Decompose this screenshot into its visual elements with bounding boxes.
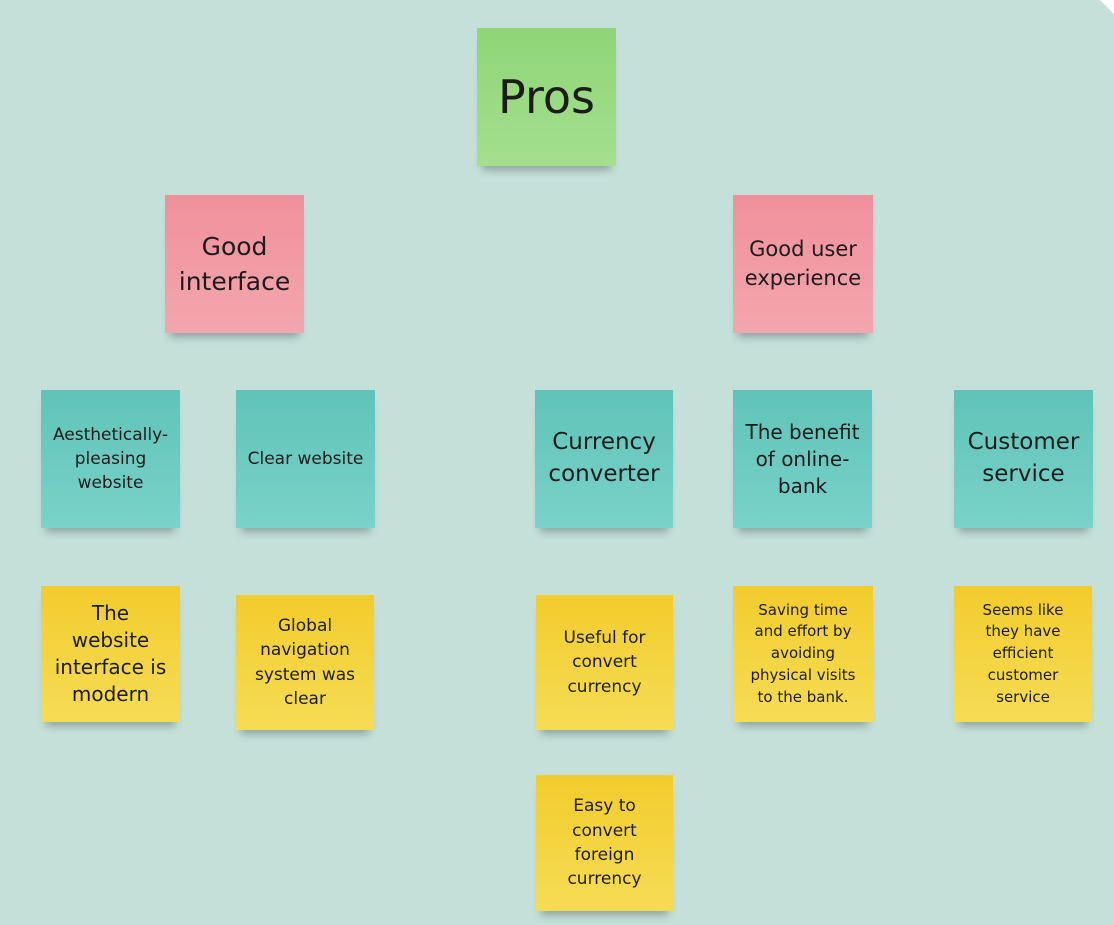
sticky-note-useful-convert[interactable]: Useful for convert currency bbox=[536, 595, 673, 730]
sticky-note-aesthetically-pleasing-text: Aesthetically- pleasing website bbox=[52, 424, 169, 494]
sticky-note-pros-text: Pros bbox=[498, 69, 595, 124]
sticky-note-good-user-experience[interactable]: Good user experience bbox=[733, 195, 873, 333]
sticky-note-easy-convert[interactable]: Easy to convert foreign currency bbox=[536, 775, 673, 911]
sticky-note-aesthetically-pleasing[interactable]: Aesthetically- pleasing website bbox=[41, 390, 180, 528]
sticky-note-online-bank-benefit[interactable]: The benefit of online- bank bbox=[733, 390, 872, 528]
sticky-note-global-navigation[interactable]: Global navigation system was clear bbox=[236, 595, 374, 730]
sticky-note-efficient-service-text: Seems like they have efficient customer … bbox=[982, 600, 1064, 706]
sticky-note-easy-convert-text: Easy to convert foreign currency bbox=[567, 796, 642, 890]
sticky-note-customer-service-text: Customer service bbox=[967, 429, 1080, 487]
sticky-note-modern-interface-text: The website interface is modern bbox=[54, 601, 167, 706]
sticky-note-clear-website-text: Clear website bbox=[247, 448, 364, 469]
sticky-note-currency-converter-text: Currency converter bbox=[548, 429, 660, 487]
sticky-note-saving-time-text: Saving time and effort by avoiding physi… bbox=[750, 600, 856, 706]
sticky-note-online-bank-benefit-text: The benefit of online- bank bbox=[745, 419, 860, 498]
sticky-note-good-interface-text: Good interface bbox=[178, 231, 291, 297]
sticky-note-useful-convert-text: Useful for convert currency bbox=[563, 628, 646, 697]
sticky-note-global-navigation-text: Global navigation system was clear bbox=[254, 615, 356, 709]
sticky-note-clear-website[interactable]: Clear website bbox=[236, 390, 375, 528]
sticky-note-saving-time[interactable]: Saving time and effort by avoiding physi… bbox=[733, 586, 873, 722]
sticky-note-modern-interface[interactable]: The website interface is modern bbox=[41, 586, 180, 722]
sticky-note-customer-service[interactable]: Customer service bbox=[954, 390, 1093, 528]
sticky-note-currency-converter[interactable]: Currency converter bbox=[535, 390, 673, 528]
sticky-note-good-interface[interactable]: Good interface bbox=[165, 195, 304, 333]
board-corner bbox=[1100, 0, 1114, 14]
sticky-note-pros[interactable]: Pros bbox=[477, 28, 616, 166]
sticky-note-good-user-experience-text: Good user experience bbox=[744, 237, 862, 290]
sticky-note-efficient-service[interactable]: Seems like they have efficient customer … bbox=[954, 586, 1092, 722]
